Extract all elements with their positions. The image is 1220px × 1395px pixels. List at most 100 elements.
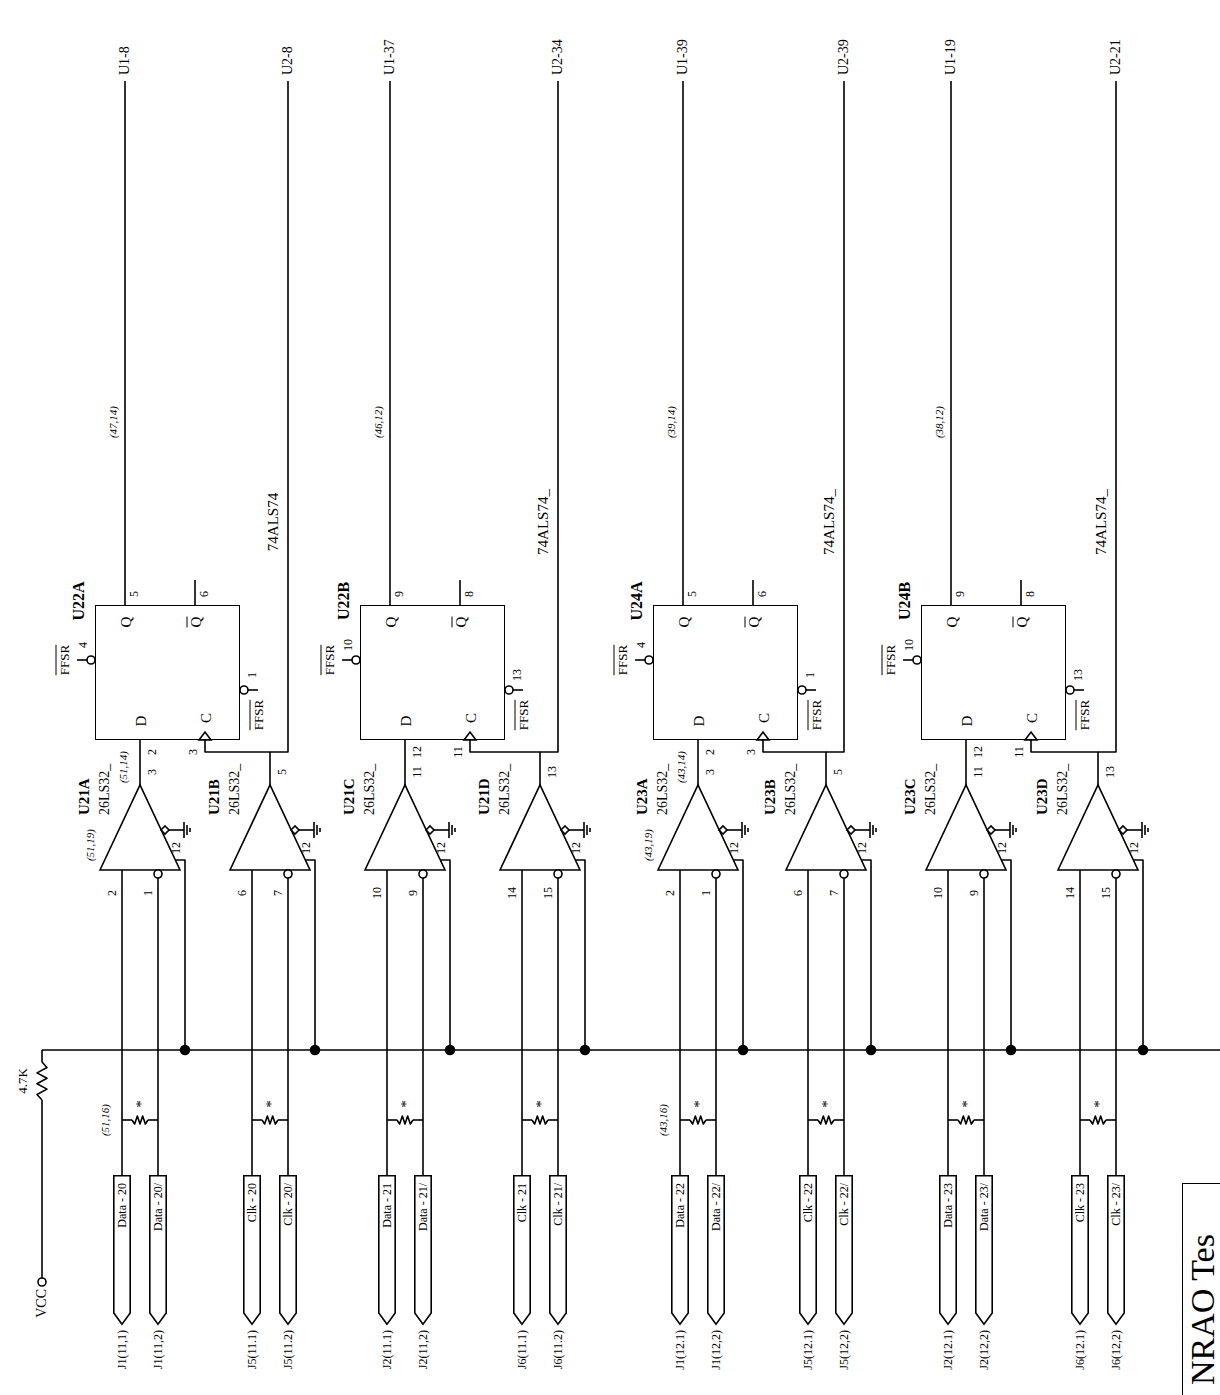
pin-number: 12 [300,842,312,854]
connector-pin: J5(12.1) [802,1330,814,1370]
signal-name: Data - 21 [381,1183,393,1228]
signal-wire [251,878,253,1175]
signal-name: Clk - 22 [802,1183,814,1222]
pin-stub [521,870,523,878]
part-number: 26LS32_ [656,764,670,815]
pin-stub [251,870,253,878]
pin-stub [77,659,87,661]
pin-stub [342,659,352,661]
footnote-mark: * [534,1100,549,1108]
pin-name: Q [454,617,469,628]
signal-wire [679,878,681,1175]
connector-pin: J5(11.1) [246,1330,258,1369]
pin-number: 5 [686,591,698,597]
inversion-bubble [645,656,653,664]
enable-wire [305,860,315,1050]
flag-outline [836,1176,852,1324]
pin-number: 15 [542,887,554,899]
receiver-symbol [230,785,310,878]
pin-name: Q [189,617,204,628]
wire [413,1119,423,1121]
pin-number: 10 [932,887,944,899]
signal-name: FFSR [616,645,629,675]
connector-pin: J1(12,2) [710,1330,722,1370]
flag-outline [150,1176,166,1324]
ground-symbol [1015,828,1017,832]
pin-number: 3 [704,769,716,775]
connector-pin: J2(12,2) [978,1330,990,1370]
output-wire [826,81,844,752]
signal-name: Clk - 20 [246,1183,258,1222]
footnote-mark: * [264,1100,279,1108]
flag-outline [280,1176,296,1324]
pin-number: 13 [1072,669,1084,681]
line-receiver: U23B26LS32_ [786,785,866,878]
output-wire [682,81,684,605]
ground-symbol [448,822,450,838]
pin-number: 12 [570,842,582,854]
flag-outline [1108,1176,1124,1324]
ground-symbol [186,825,188,835]
receiver-symbol [500,785,580,878]
signal-name: FFSR [517,700,530,730]
ground-symbol [583,822,585,838]
resistor-value: 4.7K [16,1068,29,1094]
pin-stub [1074,689,1084,691]
signal-wire [807,878,809,1175]
pin-number: 6 [792,890,804,896]
inversion-bubble [712,870,720,878]
wire [548,1119,558,1121]
connector-pin: J2(11,2) [417,1330,429,1369]
net-destination: U1-37 [383,39,397,75]
part-designator: U22B [336,582,352,620]
receiver-symbol [926,785,1006,878]
pin-stub [679,870,681,878]
connector-flag: Data - 21 [378,1175,396,1325]
connector-pin: J5(12,2) [838,1330,850,1370]
signal-name: FFSR [323,645,336,675]
wire [299,829,314,831]
pin-number: 11 [972,766,984,778]
grid-reference: (51,14) [118,751,129,783]
signal-wire [422,878,424,1175]
footnote-mark: * [692,1100,707,1108]
pin-number: 10 [903,639,915,651]
power-label: VCC [35,1289,49,1318]
flag-outline [415,1176,431,1324]
line-receiver: U21A26LS32_ [100,785,180,878]
output-wire [950,81,952,605]
bus-wire [42,1049,1220,1051]
amplifier-triangle [100,785,180,870]
vcc-terminal [38,1278,46,1286]
part-designator: U23C [903,778,918,815]
ground-symbol [189,828,191,832]
pin-stub [513,689,523,691]
ground-symbol [1012,825,1014,835]
inversion-bubble [840,870,848,878]
pin-number: 5 [128,591,140,597]
pin-number: 2 [704,749,716,755]
signal-wire [983,878,985,1175]
pin-name: Q [747,617,762,628]
pin-stub [947,870,949,878]
part-number: 26LS32_ [98,764,112,815]
connector-pin: J5(11.2) [282,1330,294,1369]
wire [706,1119,716,1121]
receiver-symbol [1058,785,1138,878]
wire [387,1119,397,1121]
receiver-symbol [100,785,180,878]
wire [278,1119,288,1121]
footnote-mark: * [399,1100,414,1108]
enable-wire [440,860,450,1050]
pin-number: 13 [546,766,558,778]
connector-pin: J6(12.1) [1074,1330,1086,1370]
pin-number: 8 [463,591,475,597]
signal-wire [157,878,159,1175]
enable-wire [1133,860,1143,1050]
resistor-symbol [397,1116,413,1124]
inversion-bubble [1066,686,1074,694]
part-designator: U22A [71,581,87,620]
part-number: 26LS32_ [363,764,377,815]
flag-outline [976,1176,992,1324]
